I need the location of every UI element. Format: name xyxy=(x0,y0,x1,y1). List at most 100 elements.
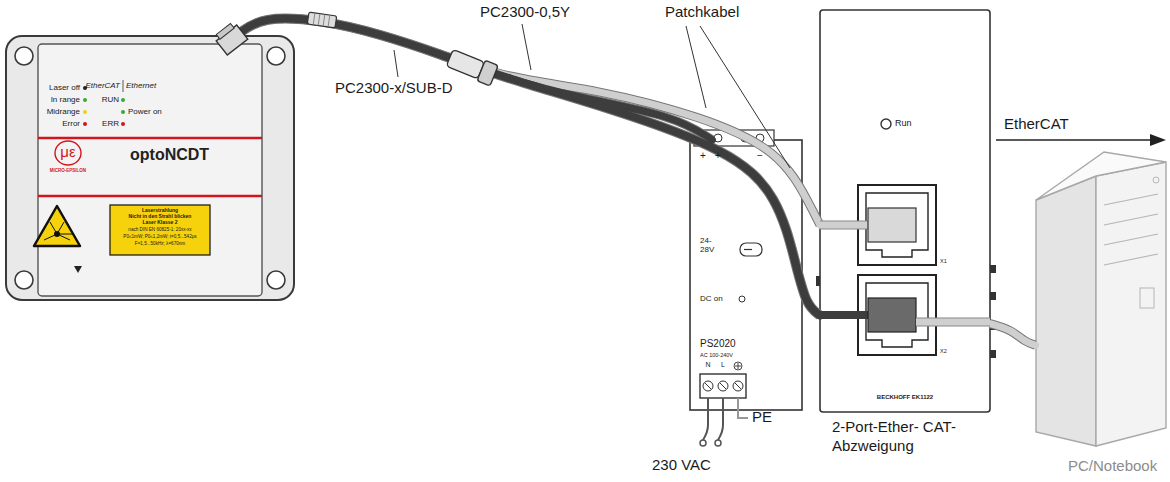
led-group-label: Ethernet xyxy=(126,81,156,90)
sensor-housing xyxy=(38,137,262,140)
laser-warning-sign xyxy=(34,206,80,246)
pc-tower xyxy=(1140,288,1154,308)
power-supply: ++−24- 28VDC onPS2020AC 100-240VNL xyxy=(690,140,802,410)
ethercat-junction-housing xyxy=(858,275,936,355)
pc-tower xyxy=(1036,152,1166,200)
indicator-label: DC on xyxy=(700,294,723,303)
ethercat-junction-housing xyxy=(866,193,928,257)
logo-ring xyxy=(55,141,81,165)
power-supply-housing xyxy=(739,296,745,302)
sub-d-connector xyxy=(445,48,498,86)
warning-text: F=1,5...50kHz; λ=670nm xyxy=(135,241,185,246)
power-supply-housing xyxy=(705,383,741,389)
rj45-plug xyxy=(868,298,916,332)
ethercat-junction-housing xyxy=(990,265,996,273)
sensor-housing xyxy=(267,271,285,289)
sub-d-connector xyxy=(446,49,484,78)
cable-outline xyxy=(237,19,820,226)
leader-line xyxy=(394,24,790,168)
rj45-plug xyxy=(916,319,990,326)
cable xyxy=(237,19,820,226)
status-led xyxy=(121,110,125,114)
status-led xyxy=(83,110,87,114)
terminal-polarity: + xyxy=(700,150,706,162)
product-name: optoNCDT xyxy=(130,146,209,164)
led-label: Midrange xyxy=(47,107,80,116)
voltage-adjust-label: 24- 28V xyxy=(700,236,722,254)
power-supply-housing xyxy=(735,363,741,369)
pc-tower xyxy=(1036,152,1166,446)
cable-name: Patchkabel xyxy=(665,3,739,22)
sensor-housing xyxy=(6,36,294,300)
ethercat-junction-housing xyxy=(990,350,996,358)
laser-warning-sign xyxy=(110,205,210,255)
sensor-housing xyxy=(15,271,33,289)
cable-name: PC2300-0,5Y xyxy=(480,3,570,22)
cable-gland xyxy=(216,23,234,39)
device-caption: 2-Port-Ether- CAT-Abzweigung xyxy=(832,418,957,456)
terminal-polarity: + xyxy=(715,150,721,162)
laser-warning-sign xyxy=(74,266,82,273)
port-name: X2 xyxy=(940,348,947,354)
mains-wire xyxy=(703,398,708,440)
sub-d-connector xyxy=(477,60,498,86)
power-supply-housing xyxy=(734,362,742,370)
cable-coupling xyxy=(313,13,330,27)
led-label: ERR xyxy=(102,119,119,128)
power-supply-housing xyxy=(740,243,762,256)
logo-mark: με xyxy=(60,143,75,160)
rj45-plug xyxy=(916,318,990,327)
sensor-housing xyxy=(6,36,294,300)
ethercat-arrow xyxy=(996,139,1150,141)
warning-text: Laser Klasse 2 xyxy=(142,220,177,226)
ethercat-junction-housing xyxy=(858,185,936,265)
power-supply-housing xyxy=(690,140,802,410)
cable-outline xyxy=(990,324,1036,346)
warning-label: LaserstrahlungNicht in den Strahl blicke… xyxy=(110,205,210,255)
mains-wire xyxy=(718,398,723,440)
rj45-plug xyxy=(868,208,916,242)
pc-tower xyxy=(1153,177,1159,183)
warning-text: Nicht in den Strahl blicken xyxy=(129,214,192,220)
mains-wire xyxy=(738,398,748,418)
pc-tower xyxy=(1104,194,1158,265)
mains-wire xyxy=(700,398,748,446)
cable-coupling xyxy=(307,12,336,28)
terminal-name: L xyxy=(721,361,725,369)
rj45-plug xyxy=(820,221,870,230)
cable-fittings xyxy=(213,12,990,332)
brand-name: MICRO-EPSILON xyxy=(50,168,86,173)
leader-line xyxy=(394,50,398,77)
laser-warning-sign xyxy=(34,205,210,273)
ethercat-junction-housing xyxy=(816,10,996,412)
warning-text: nach DIN EN 60825-1: 20xx-xx xyxy=(128,227,191,232)
sensor-housing xyxy=(267,47,285,65)
ethercat-junction-housing xyxy=(816,276,820,286)
leader-line xyxy=(700,26,790,168)
warning-text: Laserstrahlung xyxy=(142,208,178,214)
input-rating: AC 100-240V xyxy=(700,352,733,358)
rj45-plug xyxy=(820,311,870,319)
pc-node: PC/Notebook xyxy=(1030,125,1168,480)
pc-tower xyxy=(1036,176,1096,446)
ethercat-junction-housing xyxy=(820,10,990,412)
terminal-polarity: − xyxy=(757,150,763,162)
ethercat-junction: RunX1X2BECKHOFF EK1122 xyxy=(820,10,990,412)
model-name: BECKHOFF EK1122 xyxy=(877,394,933,401)
led-group-label: EtherCAT xyxy=(85,81,120,90)
ethercat-junction-housing xyxy=(866,283,928,347)
power-supply-housing xyxy=(744,249,752,250)
cable-outline xyxy=(237,19,820,316)
pc-tower xyxy=(1096,162,1166,446)
sensor-housing xyxy=(38,195,262,198)
sensor-housing xyxy=(15,47,33,65)
terminal-label: PE xyxy=(752,408,772,427)
cable xyxy=(237,19,1036,346)
rj45-plug xyxy=(820,222,870,229)
warning-text: P0≤1mW; P0≤1,2mW; t=0,5...542µs xyxy=(123,234,196,239)
status-led xyxy=(123,80,124,92)
mains-wire xyxy=(700,440,706,446)
cable-coupling xyxy=(307,12,336,28)
status-led xyxy=(83,122,87,126)
